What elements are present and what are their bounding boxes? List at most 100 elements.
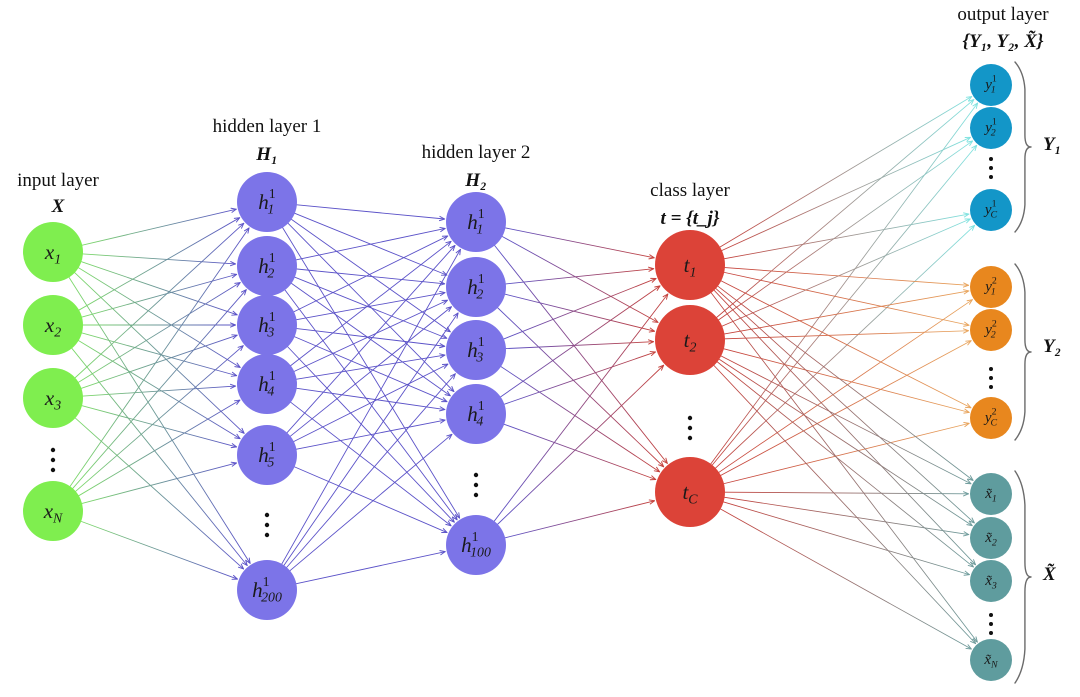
node-label-input-3: xN [43,499,63,525]
node-label-Xtilde-0: x̃1 [984,486,997,504]
layer-title-hidden2: hidden layer 2 [422,142,531,163]
svg-text:h1​5: h1​5 [258,439,276,469]
svg-text:t1: t1 [684,253,697,279]
layer-symbol-input: X [51,196,66,217]
svg-text:x̃N: x̃N [983,652,999,670]
node-label-hidden1-5: h1​200 [252,574,282,604]
edge-layer [68,96,979,650]
node-label-input-1: x2 [44,313,61,339]
vertical-ellipsis-class [687,415,693,421]
node-hidden2-2[interactable] [446,320,506,380]
node-Y2-2[interactable] [970,397,1012,439]
node-label-input-0: x1 [44,240,61,266]
layer-symbol-output: {Y₁, Y₂, X̃} [962,31,1043,52]
svg-text:h1​4: h1​4 [258,368,276,398]
svg-text:h1​100: h1​100 [461,529,491,559]
node-label-hidden2-1: h1​2 [467,271,485,301]
vertical-ellipsis-class [687,435,693,441]
svg-text:h1​1: h1​1 [258,186,276,216]
node-hidden2-3[interactable] [446,384,506,444]
node-label-hidden1-0: h1​1 [258,186,276,216]
vertical-ellipsis-Y2 [989,376,993,380]
layer-symbol-hidden2: H₂ [464,170,486,191]
node-class-1[interactable] [655,305,725,375]
vertical-ellipsis-class [687,425,693,431]
node-Y2-0[interactable] [970,266,1012,308]
node-hidden1-2[interactable] [237,295,297,355]
vertical-ellipsis-input [50,457,56,463]
svg-text:x1: x1 [44,240,61,266]
svg-text:h1​2: h1​2 [258,250,276,280]
node-label-input-2: x3 [44,386,61,412]
node-hidden2-4[interactable] [446,515,506,575]
node-label-hidden2-0: h1​1 [467,206,485,236]
node-label-Y1-1: y1​2 [983,116,997,138]
vertical-ellipsis-hidden2 [473,482,479,488]
svg-text:y1​2: y1​2 [983,116,997,138]
vertical-ellipsis-hidden1 [264,512,270,518]
node-label-hidden1-2: h1​3 [258,309,276,339]
layer-symbol-hidden1: H₁ [255,144,277,165]
node-hidden1-3[interactable] [237,354,297,414]
node-label-class-1: t2 [684,328,697,354]
svg-text:x̃2: x̃2 [984,530,997,548]
node-label-Xtilde-3: x̃N [983,652,999,670]
vertical-ellipsis-hidden1 [264,532,270,538]
svg-text:y1​C: y1​C [983,198,998,220]
node-label-Y1-0: y1​1 [983,73,997,95]
node-input-0[interactable] [23,222,83,282]
node-label-Y2-2: y2​C [983,406,998,428]
node-hidden1-1[interactable] [237,236,297,296]
node-Xtilde-0[interactable] [970,473,1012,515]
brace-Y2 [1014,263,1032,441]
node-input-2[interactable] [23,368,83,428]
node-hidden2-0[interactable] [446,192,506,252]
vertical-ellipsis-Y1 [989,157,993,161]
svg-text:h1​3: h1​3 [258,309,276,339]
svg-text:x2: x2 [44,313,61,339]
vertical-ellipsis-Y2 [989,385,993,389]
layer-symbol-class: t = {t_j} [661,208,720,229]
vertical-ellipsis-Y2 [989,367,993,371]
svg-text:h1​1: h1​1 [467,206,485,236]
node-class-2[interactable] [655,457,725,527]
node-hidden2-1[interactable] [446,257,506,317]
vertical-ellipsis-hidden1 [264,522,270,528]
svg-text:x3: x3 [44,386,61,412]
vertical-ellipsis-Y1 [989,175,993,179]
node-label-hidden1-4: h1​5 [258,439,276,469]
node-Y1-2[interactable] [970,189,1012,231]
svg-text:x̃1: x̃1 [984,486,997,504]
node-Y1-1[interactable] [970,107,1012,149]
node-class-0[interactable] [655,230,725,300]
vertical-ellipsis-Y1 [989,166,993,170]
layer-title-output: output layer [957,4,1049,25]
vertical-ellipsis-Xtilde [989,631,993,635]
node-input-1[interactable] [23,295,83,355]
node-Xtilde-1[interactable] [970,517,1012,559]
svg-text:x̃3: x̃3 [984,573,997,591]
svg-text:y2​1: y2​1 [983,275,997,297]
svg-text:h1​2: h1​2 [467,271,485,301]
vertical-ellipsis-input [50,447,56,453]
node-Y2-1[interactable] [970,309,1012,351]
node-input-3[interactable] [23,481,83,541]
svg-text:h1​3: h1​3 [467,334,485,364]
layer-title-class: class layer [650,180,730,201]
svg-text:tC: tC [682,480,698,506]
node-label-Xtilde-1: x̃2 [984,530,997,548]
node-label-Y2-0: y2​1 [983,275,997,297]
brace-Xtilde [1014,470,1032,684]
node-Xtilde-3[interactable] [970,639,1012,681]
node-label-hidden1-1: h1​2 [258,250,276,280]
node-hidden1-5[interactable] [237,560,297,620]
svg-text:h1​200: h1​200 [252,574,282,604]
group-label-Y2: Y₂ [1043,336,1061,357]
vertical-ellipsis-Xtilde [989,613,993,617]
node-hidden1-0[interactable] [237,172,297,232]
node-Xtilde-2[interactable] [970,560,1012,602]
node-Y1-0[interactable] [970,64,1012,106]
node-hidden1-4[interactable] [237,425,297,485]
